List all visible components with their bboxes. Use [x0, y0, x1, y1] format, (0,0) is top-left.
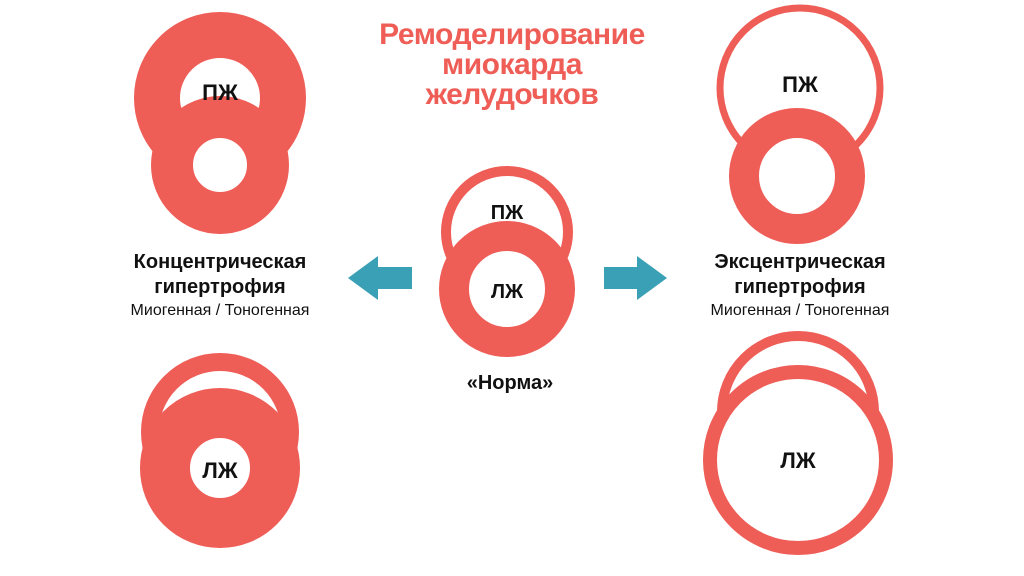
eccentric-top-rv-label: ПЖ	[782, 72, 818, 97]
normal-heart: ПЖ ЛЖ	[439, 166, 575, 357]
concentric-top-heart: ПЖ	[134, 12, 306, 234]
concentric-bottom-lv-label: ЛЖ	[202, 458, 237, 483]
eccentric-title-line-1: Эксцентрическая	[714, 251, 886, 273]
normal-lv-wall	[439, 221, 575, 357]
eccentric-subtitle: Миогенная / Тоногенная	[710, 302, 890, 319]
arrow-right-icon	[604, 256, 667, 300]
arrow-left-icon	[348, 256, 412, 300]
concentric-top-rv-label: ПЖ	[202, 80, 238, 105]
title-line-1: Ремоделирование	[379, 18, 645, 51]
concentric-title-line-1: Концентрическая	[133, 251, 307, 273]
eccentric-title-line-2: гипертрофия	[734, 276, 866, 298]
concentric-caption: Концентрическая гипертрофия Миогенная / …	[100, 250, 340, 322]
concentric-top-lv-wall	[151, 96, 289, 234]
eccentric-bottom-lv-label: ЛЖ	[780, 448, 815, 473]
diagram-title: Ремоделирование миокарда желудочков	[332, 20, 692, 110]
concentric-subtitle: Миогенная / Тоногенная	[130, 302, 310, 319]
title-line-3: желудочков	[425, 78, 599, 111]
concentric-title-line-2: гипертрофия	[154, 276, 286, 298]
normal-rv-label: ПЖ	[491, 202, 524, 224]
normal-caption: «Норма»	[466, 372, 554, 394]
eccentric-bottom-lv-wall	[703, 365, 893, 555]
concentric-bottom-heart: ЛЖ	[140, 353, 300, 548]
eccentric-top-heart: ПЖ	[716, 4, 884, 244]
eccentric-bottom-heart: ЛЖ	[703, 331, 893, 555]
title-line-2: миокарда	[442, 48, 582, 81]
eccentric-caption: Эксцентрическая гипертрофия Миогенная / …	[680, 250, 920, 322]
eccentric-top-lv-wall	[729, 108, 865, 244]
concentric-bottom-lv-wall	[140, 388, 300, 548]
normal-lv-label: ЛЖ	[491, 281, 524, 303]
